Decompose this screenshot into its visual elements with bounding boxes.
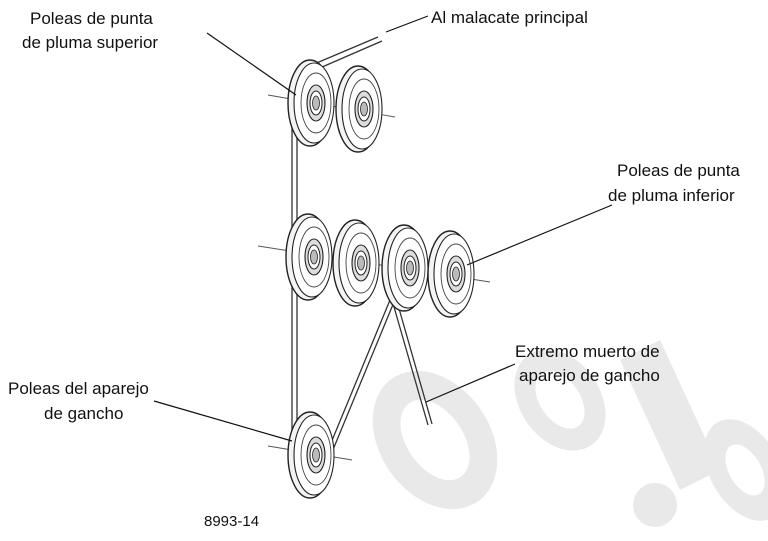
watermark (372, 340, 768, 527)
hook-block-label-line1: Poleas del aparejo (8, 379, 149, 398)
lower-sheaves-label-line1: Poleas de punta (617, 161, 740, 180)
upper-boom-sheaves (287, 59, 383, 153)
upper-sheaves-label-line1: Poleas de punta (30, 9, 153, 28)
lower-sheaves-label-line2: de pluma inferior (608, 186, 735, 205)
figure-number: 8993-14 (204, 513, 259, 530)
hook-block-label-line2: de gancho (44, 404, 123, 423)
upper-sheaves-label-line2: de pluma superior (22, 33, 158, 52)
lower-boom-sheaves (285, 213, 475, 318)
leader-lines (153, 15, 613, 442)
dead-end-label-line2: aparejo de gancho (519, 366, 660, 385)
dead-end-label-line1: Extremo muerto de (515, 342, 660, 361)
hook-block-sheave (287, 411, 335, 499)
main-hoist-label: Al malacate principal (431, 8, 588, 27)
